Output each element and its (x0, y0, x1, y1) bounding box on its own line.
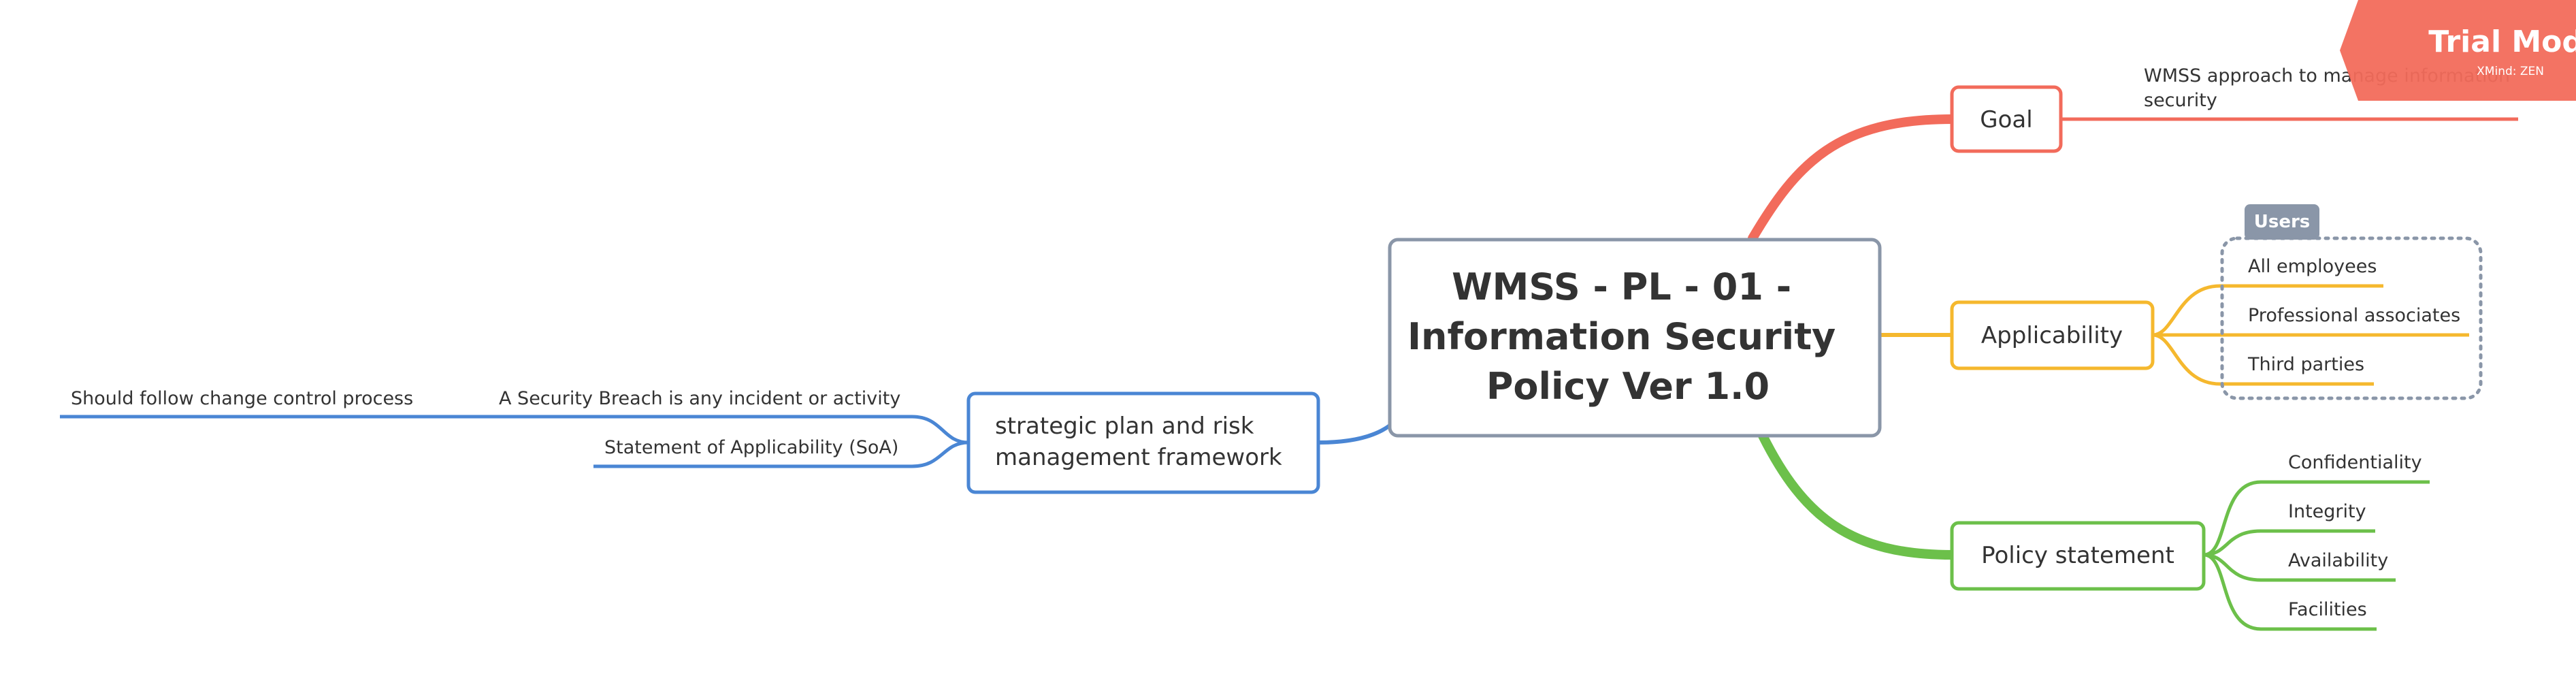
connector-strategic (1318, 423, 1391, 445)
central-topic-line-2: Information Security (1407, 315, 1836, 358)
topic-policy-statement[interactable]: Policy statement (1950, 521, 2206, 591)
users-boundary[interactable]: Users (2220, 204, 2483, 400)
topic-strategic-plan[interactable]: strategic plan and risk management frame… (966, 391, 1320, 494)
goal-note-line-2: security (2144, 90, 2217, 111)
topic-goal-label: Goal (1980, 106, 2032, 133)
applicability-child-third-parties[interactable]: Third parties (2247, 354, 2364, 375)
applicability-child-all-employees[interactable]: All employees (2248, 256, 2377, 277)
connector-policy (1758, 431, 1957, 560)
trial-mode-badge[interactable]: Trial Mode XMind: ZEN (2340, 0, 2576, 101)
connectors (60, 114, 2518, 631)
policy-child-confidentiality[interactable]: Confidentiality (2288, 452, 2422, 473)
central-topic-line-1: WMSS - PL - 01 - (1452, 266, 1791, 308)
strategic-child-soa[interactable]: Statement of Applicability (SoA) (604, 437, 898, 458)
policy-child-availability[interactable]: Availability (2288, 550, 2388, 571)
central-topic[interactable]: WMSS - PL - 01 - Information Security Po… (1388, 238, 1882, 438)
connector-applicability-children (2152, 284, 2469, 386)
connector-policy-children (2203, 480, 2430, 631)
central-topic-line-3: Policy Ver 1.0 (1486, 365, 1770, 408)
trial-mode-title: Trial Mode (2428, 25, 2576, 59)
strategic-grandchild-change-control[interactable]: Should follow change control process (71, 388, 413, 409)
topic-applicability[interactable]: Applicability (1950, 300, 2155, 370)
topic-applicability-label: Applicability (1981, 322, 2123, 349)
trial-mode-subtitle: XMind: ZEN (2477, 65, 2544, 78)
users-boundary-label: Users (2254, 212, 2311, 232)
policy-child-facilities[interactable]: Facilities (2288, 599, 2367, 620)
connector-goal (1748, 114, 1957, 243)
svg-text:strategic plan and risk: strategic plan and risk management frame… (995, 413, 1282, 471)
strategic-child-security-breach[interactable]: A Security Breach is any incident or act… (499, 388, 900, 409)
svg-text:WMSS - PL - 01 - Informa: WMSS - PL - 01 - Information Security Po… (1407, 266, 1848, 408)
policy-child-integrity[interactable]: Integrity (2288, 501, 2366, 522)
topic-strategic-line-1: strategic plan and risk (995, 413, 1254, 440)
connector-strategic-children (489, 415, 969, 468)
topic-goal[interactable]: Goal (1950, 85, 2063, 153)
topic-policy-statement-label: Policy statement (1981, 542, 2174, 569)
topic-strategic-line-2: management framework (995, 444, 1282, 471)
applicability-child-professional-associates[interactable]: Professional associates (2248, 305, 2460, 326)
